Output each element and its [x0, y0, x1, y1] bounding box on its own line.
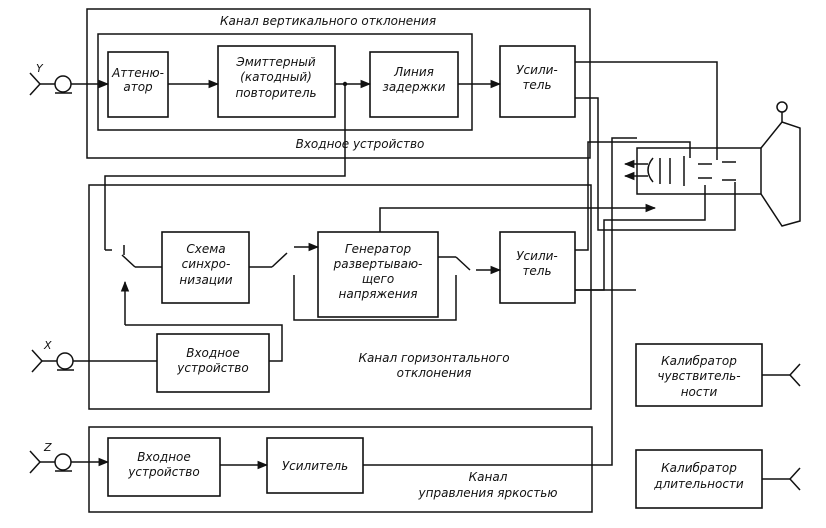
- x-input-device-label-2: устройство: [176, 361, 248, 375]
- z-input-device-label-2: устройство: [127, 465, 199, 479]
- sweep-generator-label-3: щего: [362, 272, 394, 286]
- emitter-follower-label-3: повторитель: [235, 86, 316, 100]
- deflection-connections: [575, 61, 736, 291]
- sensitivity-calibrator-block: Калибратор чувствитель- ности: [635, 343, 801, 407]
- z-amplifier-block: Усилитель: [266, 437, 364, 494]
- sync-block: Схема синхро- низации: [161, 231, 250, 304]
- vertical-signal-path: [71, 79, 502, 250]
- emitter-follower-block: Эмиттерный (катодный) повторитель: [217, 45, 336, 118]
- horizontal-amplifier-block: Усили- тель: [499, 231, 576, 304]
- brightness-signal-path: [71, 137, 637, 470]
- sweep-generator-label-1: Генератор: [345, 242, 412, 256]
- y-input-connector: Y: [29, 62, 72, 96]
- y-input-label: Y: [36, 62, 44, 75]
- brightness-channel-title-1: Канал: [469, 470, 508, 484]
- vertical-input-device-label: Входное устройство: [296, 137, 425, 151]
- z-input-device-label-1: Входное: [137, 450, 191, 464]
- horizontal-deflection-channel: Канал горизонтального отклонения: [88, 184, 592, 410]
- vertical-amplifier-label-1: Усили-: [516, 63, 558, 77]
- vertical-amplifier-label-2: тель: [522, 78, 551, 92]
- vertical-channel-title: Канал вертикального отклонения: [220, 14, 436, 28]
- attenuator-label-1: Аттеню-: [111, 66, 164, 80]
- delay-line-block: Линия задержки: [369, 51, 459, 118]
- z-amplifier-label: Усилитель: [282, 459, 348, 473]
- z-input-device-block: Входное устройство: [107, 437, 221, 497]
- crt-tube: [623, 101, 801, 227]
- z-input-connector: Z: [29, 441, 72, 474]
- sync-label-2: синхро-: [182, 257, 231, 271]
- attenuator-block: Аттеню- атор: [107, 51, 169, 118]
- z-input-label: Z: [43, 441, 52, 454]
- sensitivity-calibrator-label-3: ности: [681, 385, 718, 399]
- horizontal-channel-title-1: Канал горизонтального: [358, 351, 509, 365]
- sweep-generator-label-4: напряжения: [339, 287, 418, 301]
- vertical-amplifier-block: Усили- тель: [499, 45, 576, 118]
- sweep-generator-label-2: развертываю-: [333, 257, 423, 271]
- x-input-device-block: Входное устройство: [156, 333, 270, 393]
- sync-label-1: Схема: [186, 242, 225, 256]
- delay-line-label-2: задержки: [383, 80, 446, 94]
- x-input-connector: X: [31, 339, 74, 373]
- x-input-label: X: [43, 339, 52, 352]
- attenuator-label-2: атор: [123, 80, 153, 94]
- sync-label-3: низации: [179, 273, 232, 287]
- emitter-follower-label-1: Эмиттерный: [235, 55, 316, 69]
- horizontal-amplifier-label-1: Усили-: [516, 249, 558, 263]
- x-input-device-label-1: Входное: [186, 346, 240, 360]
- horizontal-amplifier-label-2: тель: [522, 264, 551, 278]
- duration-calibrator-label-2: длительности: [653, 477, 744, 491]
- sensitivity-calibrator-label-1: Калибратор: [661, 354, 737, 368]
- horizontal-channel-title-2: отклонения: [397, 366, 472, 380]
- duration-calibrator-block: Калибратор длительности: [635, 449, 801, 509]
- emitter-follower-label-2: (катодный): [240, 70, 312, 84]
- sensitivity-calibrator-label-2: чувствитель-: [657, 369, 740, 383]
- delay-line-label-1: Линия: [393, 65, 434, 79]
- horizontal-signal-path: [73, 203, 657, 362]
- vertical-deflection-channel: Канал вертикального отклонения Входное у…: [86, 8, 591, 159]
- brightness-control-channel: Канал управления яркостью: [88, 426, 593, 513]
- brightness-channel-title-2: управления яркостью: [418, 486, 558, 500]
- sweep-generator-block: Генератор развертываю- щего напряжения: [317, 231, 439, 318]
- duration-calibrator-label-1: Калибратор: [661, 461, 737, 475]
